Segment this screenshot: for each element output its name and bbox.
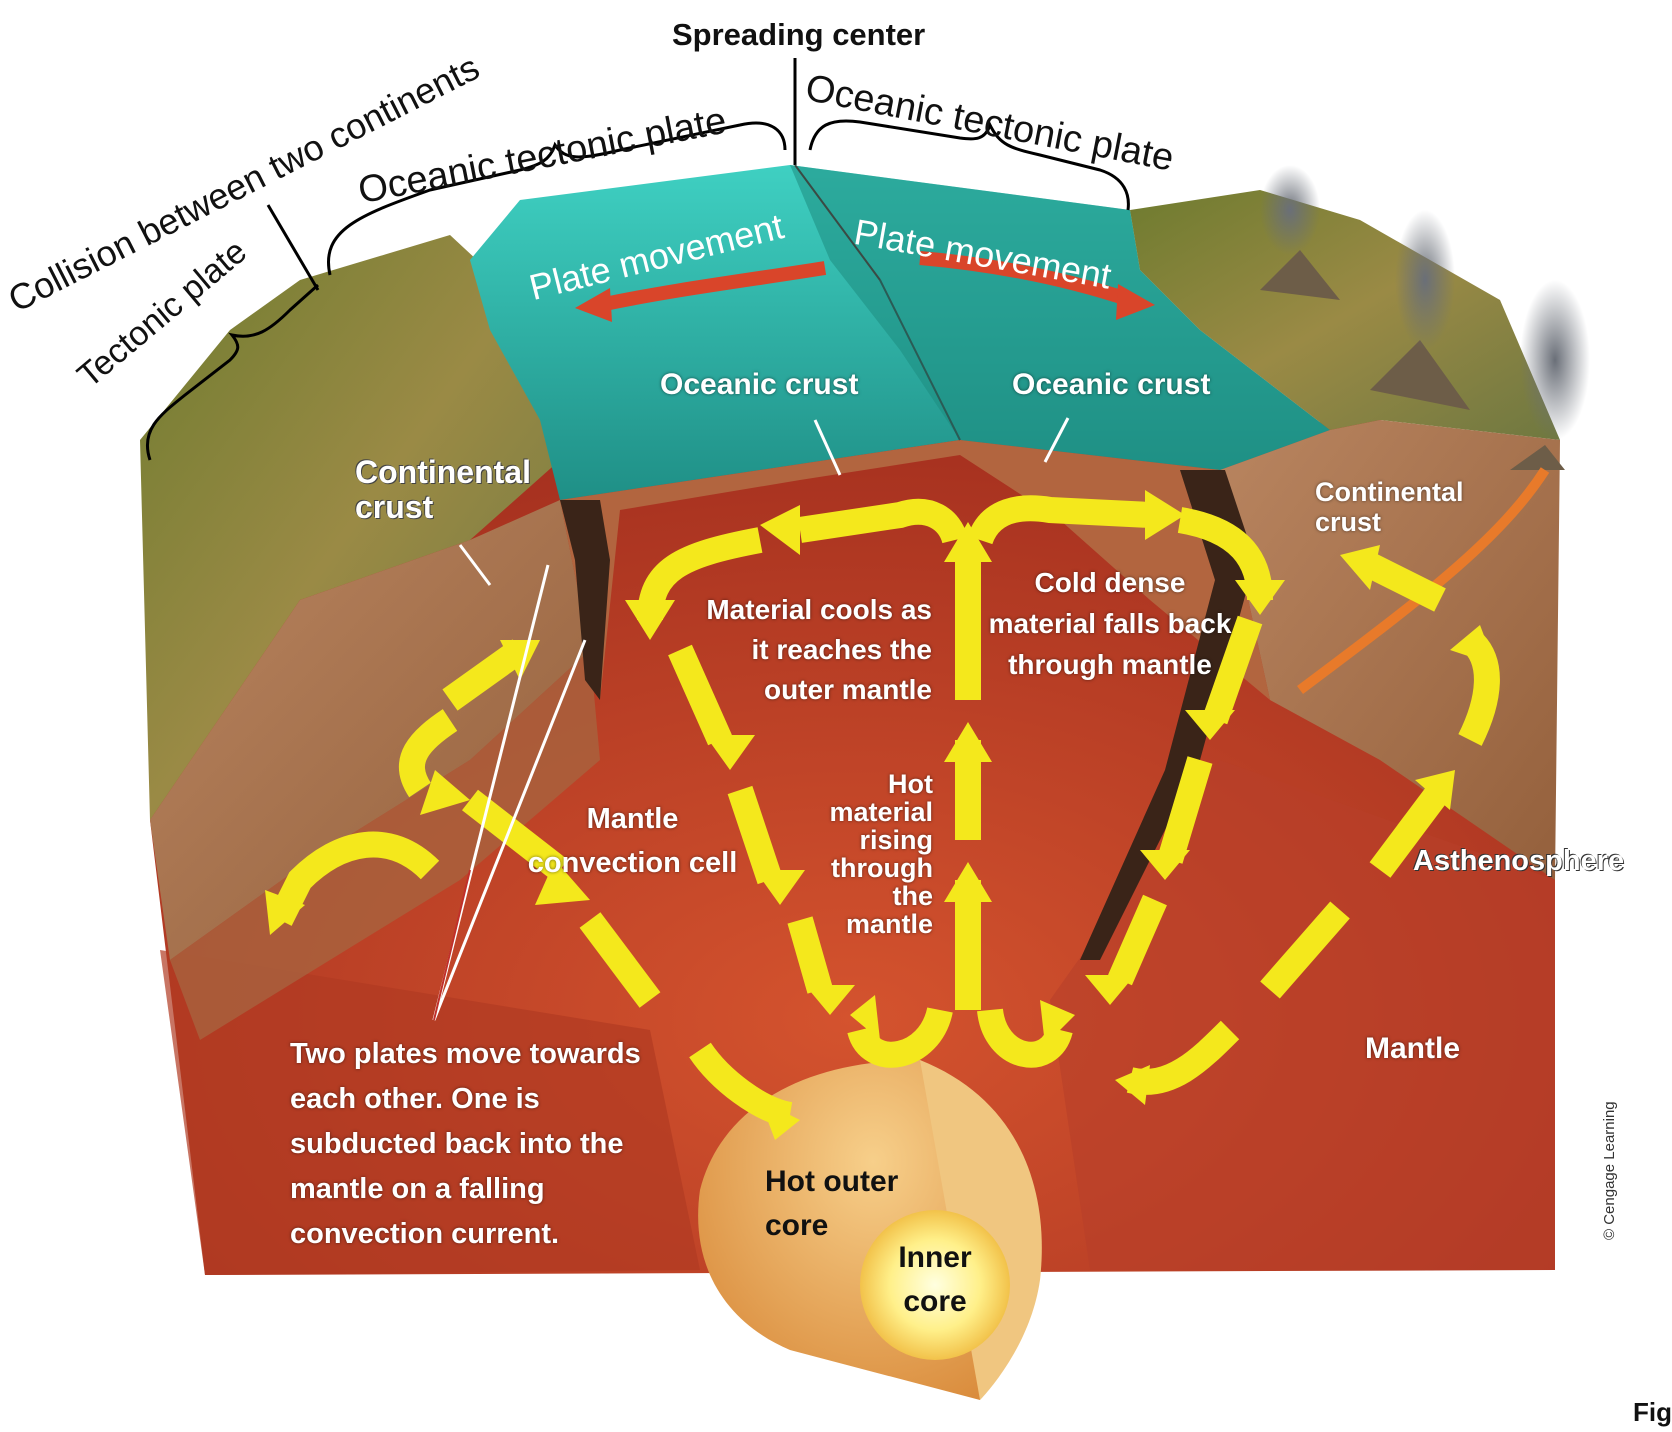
- two-plates-line1: Two plates move towards: [290, 1032, 641, 1077]
- hot-material-line3: rising: [800, 826, 933, 854]
- spreading-center-label: Spreading center: [672, 18, 925, 52]
- mantle-cell-line2: convection cell: [515, 841, 750, 885]
- mantle-label: Mantle: [1365, 1032, 1460, 1065]
- two-plates-line5: convection current.: [290, 1212, 641, 1257]
- two-plates-line4: mantle on a falling: [290, 1167, 641, 1212]
- figure-label: Fig.: [1633, 1398, 1672, 1427]
- inner-core-line2: core: [880, 1280, 990, 1324]
- oceanic-crust-right-label: Oceanic crust: [1012, 368, 1210, 401]
- inner-core-line1: Inner: [880, 1236, 990, 1280]
- material-cools-label: Material cools as it reaches the outer m…: [680, 590, 932, 710]
- material-cools-line3: outer mantle: [680, 670, 932, 710]
- continental-crust-left-line2: crust: [355, 490, 531, 525]
- hot-material-line2: material: [800, 798, 933, 826]
- mantle-cell-line1: Mantle: [515, 797, 750, 841]
- continental-crust-right-line1: Continental: [1315, 478, 1464, 508]
- mantle-convection-cell-label: Mantle convection cell: [515, 797, 750, 885]
- continental-crust-right-label: Continental crust: [1315, 478, 1464, 537]
- cold-dense-line2: material falls back: [960, 603, 1260, 644]
- outer-core-line2: core: [765, 1204, 898, 1248]
- outer-core-label: Hot outer core: [765, 1160, 898, 1248]
- cold-dense-line1: Cold dense: [960, 562, 1260, 603]
- hot-material-line6: mantle: [800, 910, 933, 938]
- hot-material-line5: the: [800, 882, 933, 910]
- cold-dense-line3: through mantle: [960, 644, 1260, 685]
- hot-material-label: Hot material rising through the mantle: [800, 770, 933, 938]
- hot-material-line1: Hot: [800, 770, 933, 798]
- two-plates-line2: each other. One is: [290, 1077, 641, 1122]
- continental-crust-left-label: Continental crust: [355, 455, 531, 525]
- cold-dense-label: Cold dense material falls back through m…: [960, 562, 1260, 685]
- asthenosphere-label: Asthenosphere: [1413, 846, 1624, 878]
- outer-core-line1: Hot outer: [765, 1160, 898, 1204]
- copyright-notice: © Cengage Learning: [1601, 1101, 1618, 1240]
- hot-material-line4: through: [800, 854, 933, 882]
- oceanic-crust-left-label: Oceanic crust: [660, 368, 858, 401]
- material-cools-line1: Material cools as: [680, 590, 932, 630]
- continental-crust-left-line1: Continental: [355, 455, 531, 490]
- continental-crust-right-line2: crust: [1315, 508, 1464, 538]
- two-plates-caption: Two plates move towards each other. One …: [290, 1032, 641, 1257]
- inner-core-label: Inner core: [880, 1236, 990, 1324]
- material-cools-line2: it reaches the: [680, 630, 932, 670]
- two-plates-line3: subducted back into the: [290, 1122, 641, 1167]
